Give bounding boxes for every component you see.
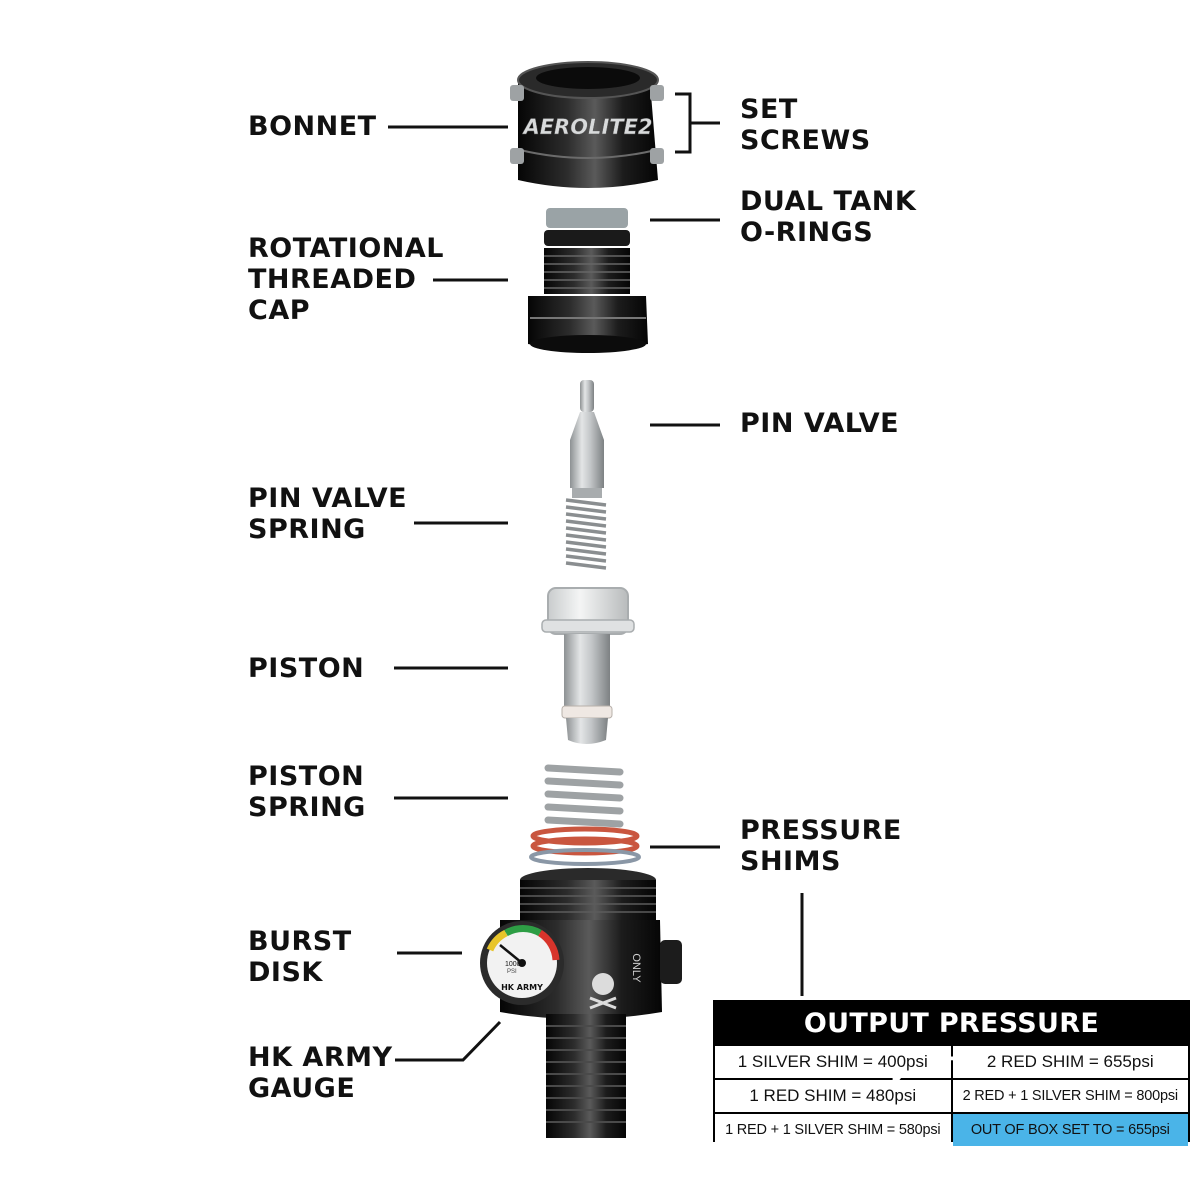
label-hk-army-gauge: HK ARMY GAUGE bbox=[248, 1042, 393, 1104]
dual-tank-oring bbox=[546, 208, 628, 228]
label-pressure-shims: PRESSURE SHIMS bbox=[740, 815, 902, 877]
gauge-scale-label: 1000 bbox=[505, 961, 521, 968]
label-rotational-threaded-cap: ROTATIONAL THREADED CAP bbox=[248, 233, 444, 326]
hk-army-gauge: 1000 PSI HK ARMY bbox=[480, 921, 564, 1005]
rotational-threaded-cap bbox=[528, 208, 648, 353]
pressure-shims bbox=[529, 826, 641, 866]
piston bbox=[541, 587, 635, 744]
out-of-box-cell: OUT OF BOX SET TO = 655psi bbox=[952, 1114, 1188, 1146]
hk-army-gauge-leader bbox=[395, 1020, 502, 1062]
leader-lines bbox=[388, 92, 804, 1062]
threaded-stem bbox=[546, 1014, 626, 1138]
set-screw bbox=[510, 148, 524, 164]
pin-valve bbox=[570, 380, 604, 498]
label-dual-tank-orings: DUAL TANK O-RINGS bbox=[740, 186, 917, 248]
gauge-brand: HK ARMY bbox=[501, 983, 543, 992]
label-piston-spring: PISTON SPRING bbox=[248, 761, 366, 823]
piston-spring bbox=[544, 764, 624, 828]
table-row: 1 RED + 1 SILVER SHIM = 580psi OUT OF BO… bbox=[715, 1114, 1188, 1146]
table-row: 1 SILVER SHIM = 400psi 2 RED SHIM = 655p… bbox=[715, 1046, 1188, 1078]
table-row: 1 RED SHIM = 480psi 2 RED + 1 SILVER SHI… bbox=[715, 1080, 1188, 1112]
regulator-body: ONLY 1000 PSI HK ARMY bbox=[480, 868, 682, 1138]
pin-valve-spring bbox=[565, 498, 607, 570]
skull-logo bbox=[589, 973, 617, 1010]
gauge-needle bbox=[499, 944, 523, 964]
label-bonnet: BONNET bbox=[248, 111, 377, 142]
bonnet-logo: AEROLITE2 bbox=[521, 115, 652, 139]
set-screw bbox=[650, 85, 664, 101]
label-burst-disk: BURST DISK bbox=[248, 926, 352, 988]
red-shim bbox=[530, 836, 640, 856]
label-set-screws: SET SCREWS bbox=[740, 94, 871, 156]
set-screw bbox=[510, 85, 524, 101]
label-pin-valve-spring: PIN VALVE SPRING bbox=[248, 483, 408, 545]
table-title: OUTPUT PRESSURE ADJUSTMENT bbox=[803, 1008, 1100, 1083]
table-cell: 2 RED SHIM = 655psi bbox=[952, 1046, 1188, 1078]
red-shim bbox=[530, 826, 640, 846]
table-cell: 1 RED + 1 SILVER SHIM = 580psi bbox=[715, 1114, 951, 1146]
table-cell: 1 SILVER SHIM = 400psi bbox=[715, 1046, 951, 1078]
gauge-unit-label: PSI bbox=[507, 969, 517, 975]
body-marking: ONLY bbox=[630, 953, 642, 983]
set-screws-bracket bbox=[675, 92, 692, 154]
output-pressure-table: OUTPUT PRESSURE ADJUSTMENT 1 SILVER SHIM… bbox=[713, 1000, 1190, 1146]
fill-nipple-cap bbox=[660, 940, 682, 984]
label-piston: PISTON bbox=[248, 653, 365, 684]
table-cell: 2 RED + 1 SILVER SHIM = 800psi bbox=[952, 1080, 1188, 1112]
set-screw bbox=[650, 148, 664, 164]
bonnet: AEROLITE2 bbox=[510, 61, 664, 188]
table-cell: 1 RED SHIM = 480psi bbox=[715, 1080, 951, 1112]
silver-shim bbox=[529, 848, 641, 866]
label-pin-valve: PIN VALVE bbox=[740, 408, 900, 439]
